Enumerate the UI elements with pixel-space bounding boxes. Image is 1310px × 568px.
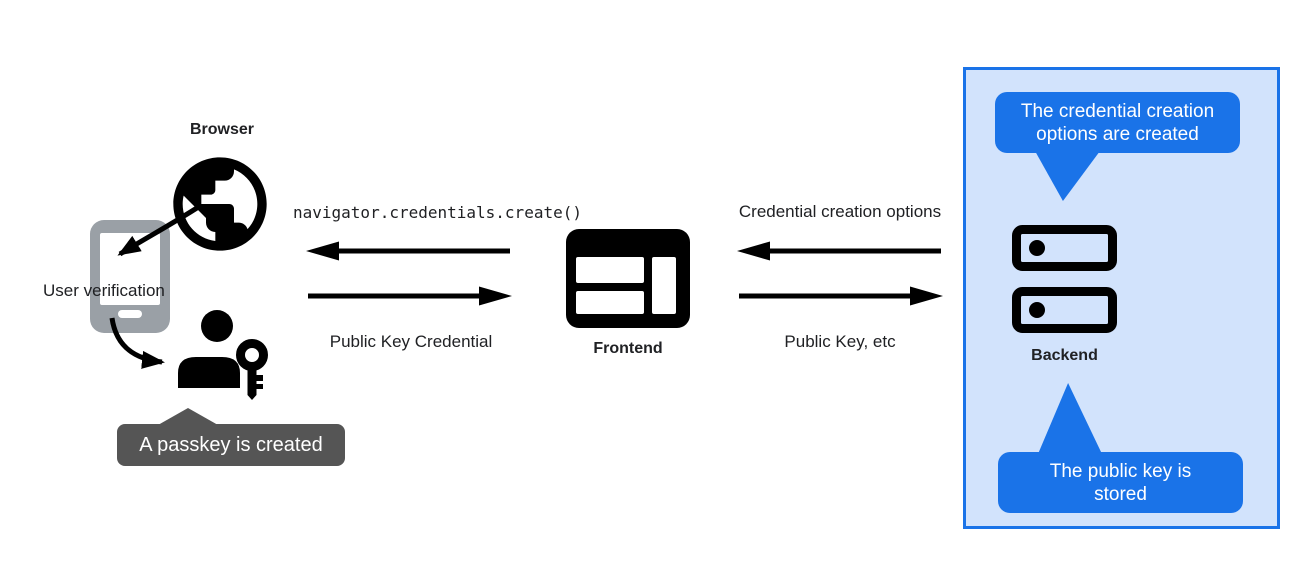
- credential-creation-options-label: Credential creation options: [738, 202, 942, 221]
- credential-options-bubble: The credential creation options are crea…: [995, 92, 1240, 153]
- arrow-public-key-right: [739, 286, 943, 306]
- credential-options-bubble-text: The credential creation options are crea…: [1020, 100, 1215, 145]
- passkey-created-tooltip: A passkey is created: [117, 408, 345, 466]
- arrow-browser-to-phone: [117, 203, 202, 257]
- browser-label: Browser: [189, 121, 255, 138]
- backend-panel: The credential creation options are crea…: [963, 67, 1280, 529]
- backend-label: Backend: [1031, 347, 1098, 364]
- bubble-pointer-up-icon: [1038, 383, 1102, 454]
- bubble-pointer-down-icon: [1035, 151, 1100, 201]
- credentials-create-code: navigator.credentials.create(): [293, 203, 582, 222]
- arrow-phone-to-passkey: [109, 317, 165, 369]
- arrow-credential-options-left: [737, 241, 941, 261]
- passkey-created-tooltip-text: A passkey is created: [139, 433, 323, 456]
- arrow-create-call-left: [306, 241, 510, 261]
- public-key-stored-bubble-text: The public key is stored: [1049, 460, 1192, 505]
- frontend-window-icon: [566, 229, 690, 328]
- smartphone-icon: [90, 220, 170, 333]
- arrow-public-key-credential-right: [308, 286, 512, 306]
- browser-globe-icon: [173, 157, 267, 251]
- public-key-etc-label: Public Key, etc: [784, 332, 896, 351]
- public-key-credential-label: Public Key Credential: [329, 332, 493, 351]
- frontend-label: Frontend: [593, 340, 663, 357]
- backend-server-icon: [1012, 225, 1117, 333]
- user-verification-label: User verification: [43, 281, 165, 300]
- user-passkey-icon: [178, 310, 268, 400]
- public-key-stored-bubble: The public key is stored: [998, 452, 1243, 513]
- curved-arrows-layer: [109, 203, 202, 369]
